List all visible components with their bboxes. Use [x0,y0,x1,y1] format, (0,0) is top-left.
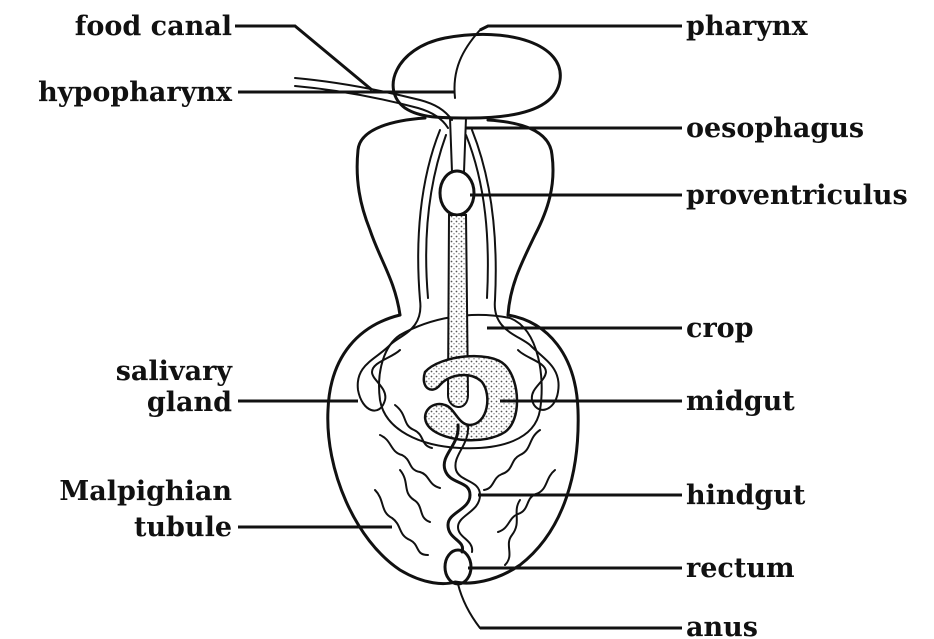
hindgut-organ [444,425,470,552]
label-rectum: rectum [686,553,795,584]
label-oesophagus: oesophagus [686,113,864,144]
label-proventriculus: proventriculus [686,180,908,211]
label-tubule: tubule [134,512,232,543]
label-anus: anus [686,612,758,639]
label-hypopharynx: hypopharynx [38,77,233,108]
thorax-outline-right [488,120,553,315]
label-crop: crop [686,313,754,344]
label-midgut: midgut [686,386,795,417]
label-hindgut: hindgut [686,480,806,511]
malpighian-tubule-1 [375,490,428,555]
label-salivary: salivary [116,356,234,387]
salivary-gland-right-b [466,135,488,298]
proventriculus-organ [440,171,474,215]
malpighian-tubule-5 [498,470,555,532]
head-outline [393,34,560,118]
malpighian-tubule-7 [400,470,430,522]
leader-pharynx [480,26,682,30]
midgut-organ [424,356,517,440]
leader-food-canal [235,26,372,90]
label-gland: gland [147,387,232,418]
rectum-organ [445,550,471,584]
oesophagus-right [464,118,466,172]
oesophagus-left [450,118,452,172]
thorax-outline [357,118,425,315]
malpighian-tubule-4 [484,430,540,490]
anus-tube [458,584,480,628]
label-malpighian: Malpighian [59,476,232,507]
malpighian-tubule-6 [505,500,520,565]
label-pharynx: pharynx [686,11,809,42]
label-food-canal: food canal [75,11,232,42]
